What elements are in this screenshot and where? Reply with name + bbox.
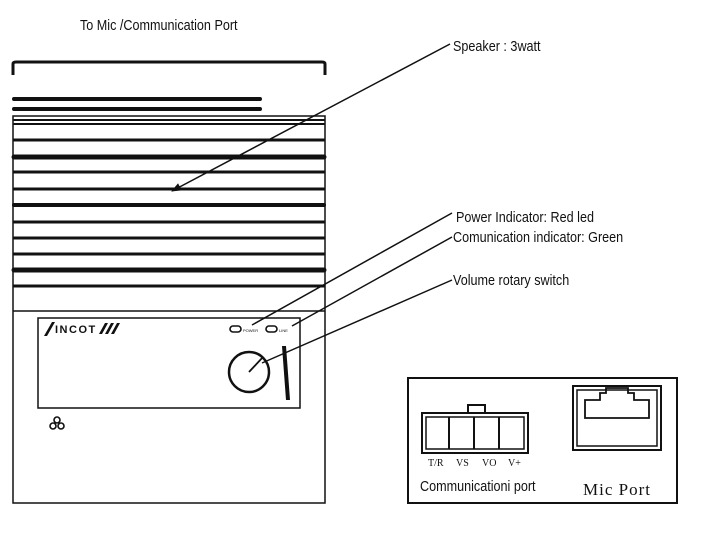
speaker-leader-arrow bbox=[171, 43, 451, 192]
pin-label-tr: T/R bbox=[428, 458, 444, 469]
power-leader-line bbox=[251, 212, 453, 326]
speaker-grille bbox=[11, 97, 327, 288]
microphone-icon bbox=[49, 416, 65, 430]
mic-port-label: Mic Port bbox=[583, 480, 651, 499]
control-panel bbox=[37, 317, 301, 409]
power-led: POWER bbox=[229, 325, 258, 333]
pin-label-vplus: V+ bbox=[508, 458, 521, 469]
speaker-callout-label: Speaker : 3watt bbox=[453, 38, 541, 55]
connector-panel-frame bbox=[407, 377, 678, 504]
volume-scale-icon bbox=[282, 346, 290, 400]
comm-led: LINE bbox=[265, 325, 288, 333]
comm-led-label: LINE bbox=[279, 328, 288, 333]
power-indicator-callout-label: Power Indicator: Red led bbox=[456, 209, 594, 226]
volume-callout-label: Volume rotary switch bbox=[453, 272, 570, 289]
communication-port-label: Communicationi port bbox=[420, 478, 536, 495]
top-port-label: To Mic /Communication Port bbox=[80, 17, 238, 34]
brand-logo: INCOT bbox=[44, 322, 120, 336]
intercom-device: INCOT POWER LINE bbox=[11, 60, 327, 504]
volume-leader-line bbox=[261, 279, 453, 364]
comm-leader-line bbox=[291, 236, 453, 327]
device-body-outline bbox=[12, 115, 326, 504]
comm-indicator-callout-label: Comunication indicator: Green bbox=[453, 229, 624, 246]
connector-panel bbox=[407, 377, 678, 504]
device-top-cap bbox=[11, 60, 327, 75]
pin-label-vo: VO bbox=[482, 458, 497, 469]
pin-label-vs: VS bbox=[456, 458, 469, 469]
mic-port-connector bbox=[572, 385, 662, 451]
communication-port-connector bbox=[421, 404, 529, 454]
callout-leaders bbox=[171, 43, 453, 364]
volume-knob bbox=[227, 350, 271, 394]
logo-text: INCOT bbox=[55, 324, 97, 336]
power-led-label: POWER bbox=[243, 328, 258, 333]
